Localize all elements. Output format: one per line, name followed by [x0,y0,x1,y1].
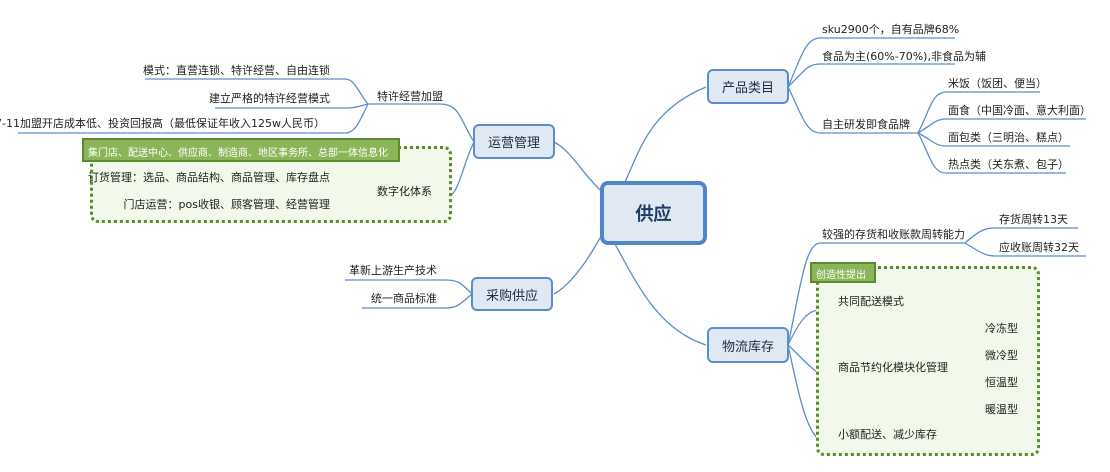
leaf-constant-temp[interactable]: 恒温型 [985,376,1018,389]
node-operation-management[interactable]: 运营管理 [473,124,555,159]
leaf-bread[interactable]: 面包类（三明治、糕点） [948,131,1069,144]
root-node[interactable]: 供应 [600,181,707,245]
leaf-upstream-tech[interactable]: 革新上游生产技术 [349,264,437,277]
leaf-franchise[interactable]: 特许经营加盟 [377,90,443,103]
leaf-noodle[interactable]: 面食（中国冷面、意大利面） [948,104,1091,117]
leaf-micro-cold[interactable]: 微冷型 [985,349,1018,362]
leaf-joint-delivery[interactable]: 共同配送模式 [838,295,904,308]
leaf-franchise-cost[interactable]: 7-11加盟开店成本低、投资回报高（最低保证年收入125w人民币） [0,117,325,130]
leaf-warm-temp[interactable]: 暖温型 [985,403,1018,416]
leaf-frozen[interactable]: 冷冻型 [985,322,1018,335]
leaf-strict-franchise[interactable]: 建立严格的特许经营模式 [209,92,330,105]
leaf-food-ratio[interactable]: 食品为主(60%-70%),非食品为辅 [822,50,986,63]
node-purchase-supply[interactable]: 采购供应 [471,277,553,311]
leaf-digital-system[interactable]: 数字化体系 [377,185,432,198]
leaf-inventory-days[interactable]: 存货周转13天 [999,213,1068,226]
leaf-receivable-days[interactable]: 应收账周转32天 [999,241,1079,254]
leaf-modular-management[interactable]: 商品节约化模块化管理 [838,361,948,374]
leaf-unified-standard[interactable]: 统一商品标准 [371,292,437,305]
leaf-order-management[interactable]: 订货管理：选品、商品结构、商品管理、库存盘点 [88,171,330,184]
leaf-store-operation[interactable]: 门店运营：pos收银、顾客管理、经营管理 [123,198,330,211]
leaf-own-brand[interactable]: 自主研发即食品牌 [822,118,910,131]
logistics-innovation-tag: 创造性提出 [810,262,876,283]
leaf-small-delivery[interactable]: 小额配送、减少库存 [838,428,937,441]
node-logistics-inventory[interactable]: 物流库存 [707,327,789,363]
leaf-rice[interactable]: 米饭（饭团、便当） [948,77,1047,90]
operation-integration-tag: 集门店、配送中心、供应商、制造商、地区事务所、总部一体信息化 [82,138,400,162]
leaf-sku[interactable]: sku2900个，自有品牌68% [822,23,960,36]
node-product-category[interactable]: 产品类目 [707,69,789,104]
leaf-hot-food[interactable]: 热点类（关东煮、包子） [948,158,1069,171]
logistics-innovation-group [816,266,1040,456]
leaf-turnover[interactable]: 较强的存货和收账款周转能力 [822,228,965,241]
leaf-franchise-mode[interactable]: 模式：直营连锁、特许经营、自由连锁 [143,64,330,77]
